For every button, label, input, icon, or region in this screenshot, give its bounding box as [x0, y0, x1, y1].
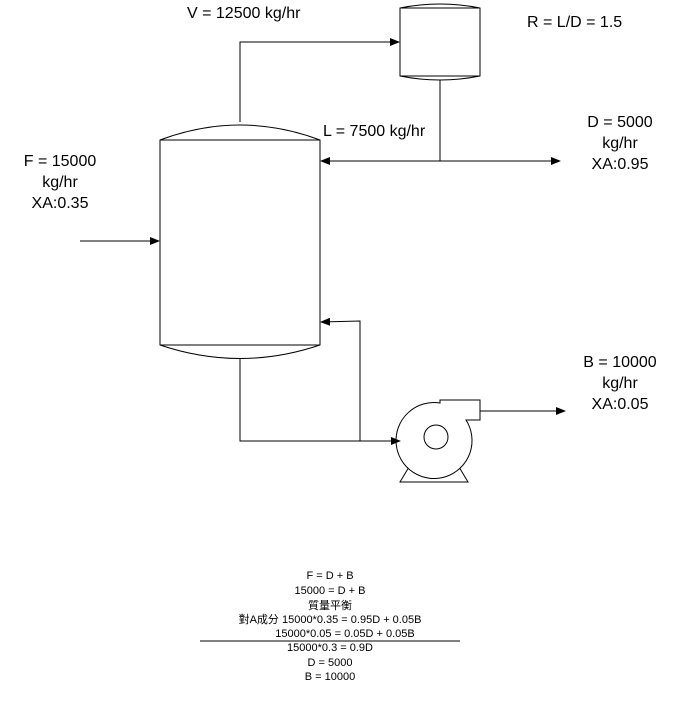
feed-unit: kg/hr	[42, 174, 78, 191]
calc-line-8: B = 10000	[304, 671, 356, 683]
distillate-composition: XA:0.95	[591, 156, 649, 173]
vapor-label: V = 12500 kg/hr	[187, 5, 301, 22]
calc-line-2: 15000 = D + B	[294, 585, 366, 597]
bottoms-flow: B = 10000	[583, 354, 657, 371]
vapor-line	[239, 38, 400, 122]
bottoms-unit: kg/hr	[602, 375, 638, 392]
calc-line-5: 15000*0.05 = 0.05D + 0.05B	[275, 628, 415, 640]
reboiler-return-line	[320, 317, 361, 441]
calc-line-3: 質量平衡	[308, 600, 352, 612]
feed-composition: XA:0.35	[31, 195, 89, 212]
bottoms-line	[239, 359, 401, 445]
distillate-unit: kg/hr	[602, 135, 638, 152]
feed-label: F = 15000 kg/hr XA:0.35	[10, 151, 110, 214]
calc-line-7: D = 5000	[307, 657, 353, 669]
calc-line-1: F = D + B	[306, 570, 354, 582]
reflux-label: L = 7500 kg/hr	[323, 123, 426, 140]
bottoms-label: B = 10000 kg/hr XA:0.05	[570, 352, 670, 415]
distillate-flow: D = 5000	[587, 114, 653, 131]
distillate-label: D = 5000 kg/hr XA:0.95	[570, 112, 670, 175]
calc-line-6: 15000*0.3 = 0.9D	[287, 642, 373, 654]
reflux-drum	[399, 3, 481, 81]
bottoms-composition: XA:0.05	[591, 396, 649, 413]
distillation-column	[159, 124, 321, 359]
pump	[395, 399, 481, 483]
feed-flow: F = 15000	[23, 153, 97, 170]
reflux-ratio-label: R = L/D = 1.5	[527, 14, 623, 31]
calc-line-4: 對A成分 15000*0.35 = 0.95D + 0.05B	[238, 614, 422, 626]
